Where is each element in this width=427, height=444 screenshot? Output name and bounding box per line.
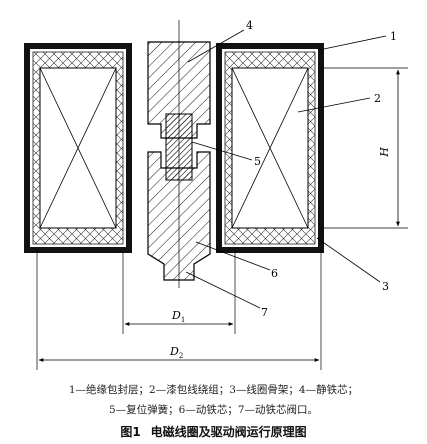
callout-4: 4 [246,19,253,32]
d1-label: D1 [171,309,185,324]
right-coil [216,43,324,253]
legend-line-2: 5—复位弹簧；6—动铁芯；7—动铁芯阀口。 [108,404,319,416]
callout-7: 7 [261,306,268,319]
legend-line-1: 1—绝缘包封层；2—漆包线绕组；3—线圈骨架；4—静铁芯； [68,384,359,396]
callout-5: 5 [254,155,261,168]
callout-6: 6 [271,267,278,280]
left-coil [24,43,132,253]
figure-title: 电磁线圈及驱动阀运行原理图 [150,425,307,439]
callout-2: 2 [374,92,381,105]
solenoid-diagram: H D1 D2 1 2 3 4 5 6 7 [24,19,408,370]
figure-number: 图1 [120,425,141,439]
callout-3: 3 [382,280,389,293]
figure-caption: 图1 电磁线圈及驱动阀运行原理图 [0,423,427,440]
d2-label: D2 [169,345,183,360]
height-label: H [378,147,391,158]
callout-1: 1 [390,30,397,43]
